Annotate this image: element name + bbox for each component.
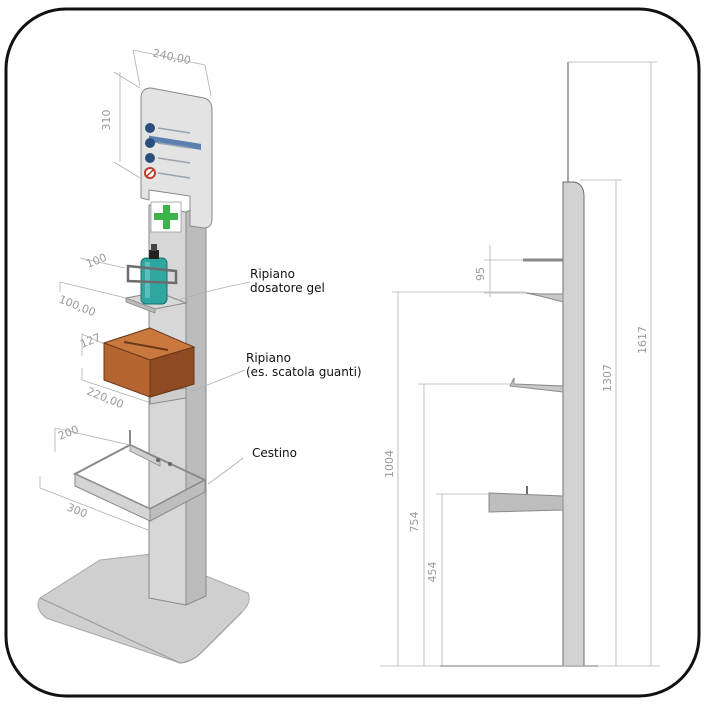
- dim-panel-height: 310: [100, 110, 113, 131]
- glove-box-icon: [102, 327, 196, 398]
- dim-454: 454: [426, 562, 439, 583]
- info-panel: [140, 87, 213, 229]
- post-side: [185, 202, 207, 606]
- dim-1307: 1307: [601, 364, 614, 392]
- side-column: [562, 181, 585, 667]
- side-gel-shelf: [525, 292, 564, 303]
- label-gel-shelf-title: Ripiano: [250, 267, 295, 281]
- dim-754: 754: [408, 512, 421, 533]
- dim-95: 95: [474, 267, 487, 281]
- panel-header-strip: [149, 135, 201, 150]
- side-view: 95 1004 754 454 1307 1617: [380, 61, 660, 667]
- side-glove-shelf: [509, 377, 564, 393]
- label-glove-shelf-subtitle: (es. scatola guanti): [246, 365, 362, 379]
- basket: [72, 430, 208, 522]
- no-entry-icon: [144, 167, 191, 179]
- leader-gel-shelf: [177, 281, 251, 301]
- dim-1004: 1004: [383, 450, 396, 478]
- pharmacy-cross-icon: [150, 201, 182, 233]
- leader-basket: [207, 457, 244, 485]
- hand-wash-step-icon: [145, 123, 191, 164]
- dim-1617: 1617: [636, 326, 649, 354]
- label-gel-shelf-subtitle: dosatore gel: [250, 281, 325, 295]
- leader-glove-shelf: [189, 369, 246, 393]
- gel-holder-ring: [126, 264, 178, 285]
- iso-dimension-lines: [39, 49, 212, 531]
- label-basket: Cestino: [252, 446, 297, 460]
- label-glove-shelf-title: Ripiano: [246, 351, 291, 365]
- isometric-view: 240,00 310 100 100,00 127 220,00 200 300…: [37, 47, 362, 664]
- side-basket: [488, 492, 564, 513]
